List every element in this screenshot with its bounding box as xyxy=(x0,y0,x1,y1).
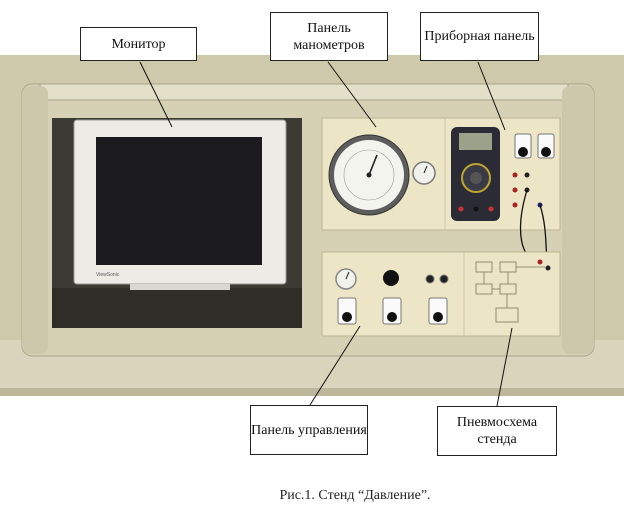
leader-gauge-panel xyxy=(327,61,377,128)
callout-pneumatic-scheme: Пневмосхема стенда xyxy=(437,406,557,456)
control-switch-2-knob xyxy=(387,312,397,322)
multimeter-jack-1 xyxy=(458,206,464,212)
callout-monitor: Монитор xyxy=(80,27,197,61)
callout-instrument-panel: Приборная панель xyxy=(420,12,539,61)
callout-gauge-panel: Панель манометров xyxy=(270,12,388,61)
pneumatic-port-1 xyxy=(537,259,543,265)
control-switch-3-knob xyxy=(433,312,443,322)
terminal-3 xyxy=(512,187,518,193)
control-gauge-needle xyxy=(345,271,350,280)
callout-instrument-panel-text: Приборная панель xyxy=(424,29,535,44)
small-gauge-needle xyxy=(423,165,428,174)
multimeter-dial-knob xyxy=(470,172,482,184)
large-gauge-inner-ring xyxy=(343,149,395,201)
callout-monitor-text: Монитор xyxy=(111,36,166,52)
control-switch-1-knob xyxy=(342,312,352,322)
cabinet-right-post xyxy=(562,86,594,354)
monitor-stand xyxy=(130,284,230,290)
large-gauge-needle xyxy=(368,154,378,176)
monitor-screen xyxy=(96,137,262,265)
callout-pneumatic-scheme-text: Пневмосхема стенда xyxy=(456,415,538,447)
leader-pneumatic-scheme xyxy=(496,327,513,407)
leader-instrument-panel xyxy=(477,61,506,131)
figure-caption: Рис.1. Стенд “Давление”. xyxy=(279,488,431,503)
large-gauge-hub xyxy=(366,172,372,178)
multimeter-jack-2 xyxy=(473,206,479,212)
control-led-1 xyxy=(425,274,435,284)
callout-control-panel: Панель управления xyxy=(250,405,368,455)
control-knob xyxy=(383,270,399,286)
table-edge xyxy=(0,388,624,396)
pneumatic-scheme-drawing xyxy=(475,261,545,323)
terminal-2 xyxy=(524,172,530,178)
cabinet-top xyxy=(39,83,569,101)
leader-monitor xyxy=(139,61,173,128)
multimeter-display xyxy=(459,133,492,150)
monitor-shelf xyxy=(52,288,302,328)
callout-gauge-panel-text: Панель манометров xyxy=(293,20,365,53)
monitor-brand: ViewSonic xyxy=(96,272,120,278)
terminal-5 xyxy=(512,202,518,208)
terminal-1 xyxy=(512,172,518,178)
control-led-2 xyxy=(439,274,449,284)
instrument-switch-1-knob xyxy=(518,147,528,157)
pneumatic-port-2 xyxy=(545,265,551,271)
instrument-switch-2-knob xyxy=(541,147,551,157)
leader-control-panel xyxy=(309,325,361,406)
multimeter-jack-3 xyxy=(488,206,494,212)
callout-control-panel-text: Панель управления xyxy=(251,422,367,438)
cabinet-left-post xyxy=(22,86,48,354)
